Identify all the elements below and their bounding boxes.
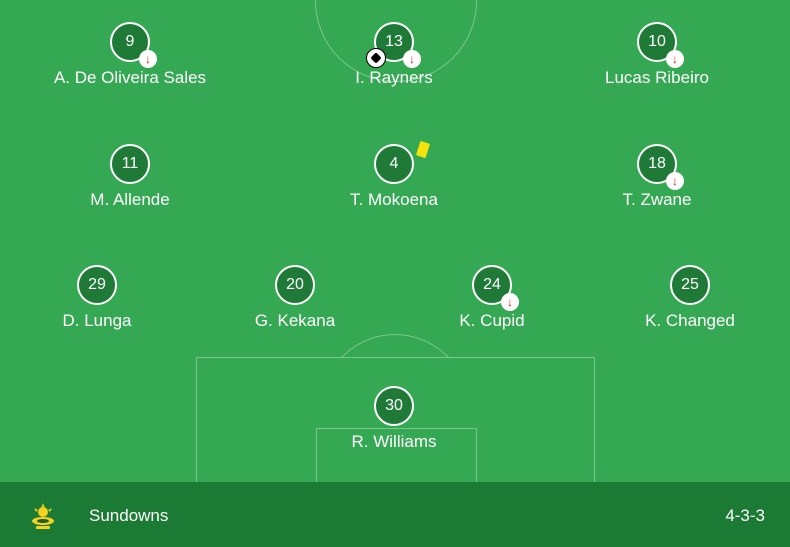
player-slot[interactable]: 18 ↓ T. Zwane xyxy=(567,144,747,210)
player-slot[interactable]: 20 G. Kekana xyxy=(205,265,385,331)
player-name: Lucas Ribeiro xyxy=(605,68,709,87)
team-footer: Sundowns 4-3-3 xyxy=(0,482,790,547)
substitution-out-icon: ↓ xyxy=(403,50,421,68)
player-number: 10 xyxy=(648,33,666,50)
player-number: 20 xyxy=(286,276,304,293)
goal-box xyxy=(316,428,477,482)
player-number: 24 xyxy=(483,276,501,293)
jersey-number: 20 xyxy=(275,265,315,305)
player-name: A. De Oliveira Sales xyxy=(53,68,207,87)
substitution-out-icon: ↓ xyxy=(666,172,684,190)
formation-label: 4-3-3 xyxy=(725,506,765,525)
team-name: Sundowns xyxy=(89,506,169,525)
sundowns-crest-icon xyxy=(32,503,54,529)
player-name: G. Kekana xyxy=(254,311,336,330)
goal-ball-icon xyxy=(366,48,386,68)
player-number: 13 xyxy=(385,33,403,50)
player-slot[interactable]: 30 R. Williams xyxy=(304,386,484,452)
player-name: I. Rayners xyxy=(355,68,433,87)
jersey-number: 25 xyxy=(670,265,710,305)
player-slot[interactable]: 24 ↓ K. Cupid xyxy=(402,265,582,331)
substitution-out-icon: ↓ xyxy=(501,293,519,311)
jersey-number: 10 ↓ xyxy=(637,22,684,68)
player-number: 25 xyxy=(681,276,699,293)
jersey-number: 24 ↓ xyxy=(472,265,519,311)
player-number: 4 xyxy=(389,155,399,172)
player-name: K. Changed xyxy=(645,311,735,330)
player-number: 29 xyxy=(88,276,106,293)
player-name: T. Mokoena xyxy=(350,190,438,209)
jersey-number: 13 ↓ xyxy=(366,22,421,68)
player-number: 30 xyxy=(385,397,403,414)
player-number: 18 xyxy=(648,155,666,172)
player-name: T. Zwane xyxy=(622,190,692,209)
jersey-number: 4 xyxy=(374,140,431,184)
player-slot[interactable]: 13 ↓ I. Rayners xyxy=(304,22,484,88)
jersey-number: 18 ↓ xyxy=(637,144,684,190)
player-name: R. Williams xyxy=(351,432,437,451)
yellow-card-icon xyxy=(415,140,431,159)
player-name: K. Cupid xyxy=(459,311,525,330)
player-slot[interactable]: 9 ↓ A. De Oliveira Sales xyxy=(40,22,220,88)
player-slot[interactable]: 25 K. Changed xyxy=(600,265,780,331)
player-slot[interactable]: 4 T. Mokoena xyxy=(304,140,484,210)
player-number: 9 xyxy=(125,33,135,50)
substitution-out-icon: ↓ xyxy=(666,50,684,68)
jersey-number: 11 xyxy=(110,144,150,184)
pitch: 9 ↓ A. De Oliveira Sales 13 ↓ I. Rayners… xyxy=(0,0,790,482)
player-slot[interactable]: 29 D. Lunga xyxy=(7,265,187,331)
player-name: M. Allende xyxy=(90,190,170,209)
substitution-out-icon: ↓ xyxy=(139,50,157,68)
player-slot[interactable]: 11 M. Allende xyxy=(40,144,220,210)
jersey-number: 29 xyxy=(77,265,117,305)
jersey-number: 9 ↓ xyxy=(110,22,157,68)
player-slot[interactable]: 10 ↓ Lucas Ribeiro xyxy=(567,22,747,88)
player-name: D. Lunga xyxy=(62,311,132,330)
player-number: 11 xyxy=(121,155,139,172)
jersey-number: 30 xyxy=(374,386,414,426)
